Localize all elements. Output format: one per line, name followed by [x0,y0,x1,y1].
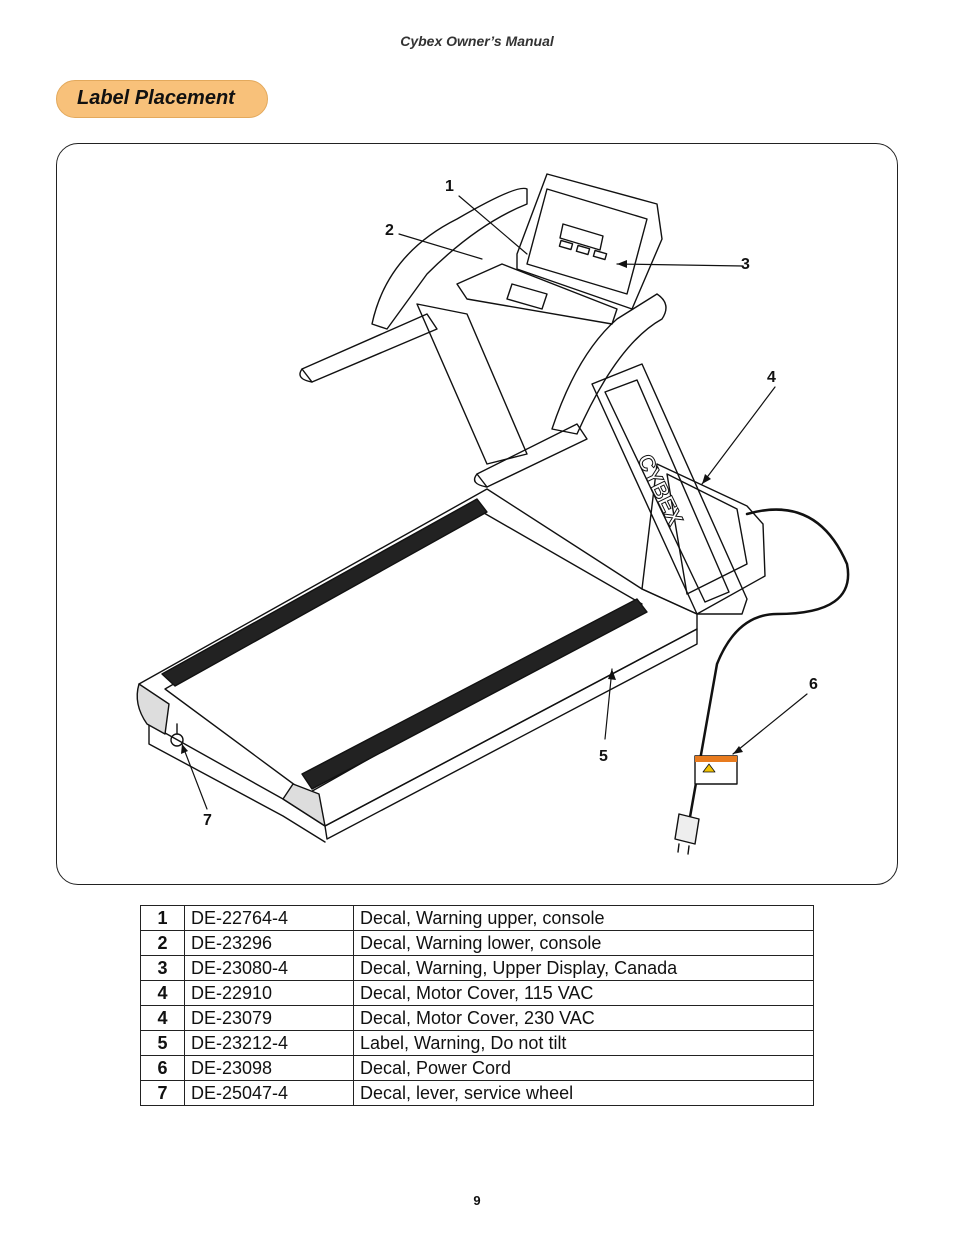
section-title: Label Placement [77,87,235,109]
right-arm [551,293,667,435]
table-row: 2 DE-23296 Decal, Warning lower, console [140,930,814,956]
callout-arrowheads [181,260,743,754]
console-body [516,173,663,310]
page-number: 9 [473,1193,481,1208]
running-header: Cybex Owner’s Manual [400,33,554,49]
part-description: Decal, Warning, Upper Display, Canada [353,955,814,981]
callout-leaders [181,195,808,810]
part-code: DE-25047-4 [184,1080,354,1106]
power-plug [674,813,700,845]
part-number: 7 [140,1080,185,1106]
part-description: Decal, Power Cord [353,1055,814,1081]
part-code: DE-23098 [184,1055,354,1081]
callout-3: 3 [741,256,750,273]
part-description: Decal, Warning lower, console [353,930,814,956]
lower-display [506,283,548,310]
part-code: DE-23080-4 [184,955,354,981]
part-number: 6 [140,1055,185,1081]
right-handlebar [476,423,588,488]
table-row: 3 DE-23080-4 Decal, Warning, Upper Displ… [140,955,814,981]
table-row: 5 DE-23212-4 Label, Warning, Do not tilt [140,1030,814,1056]
callout-5: 5 [599,748,608,765]
treadmill-figure: CYBEX 1 2 3 4 5 6 7 [56,143,898,885]
part-description: Decal, Warning upper, console [353,905,814,931]
table-row: 6 DE-23098 Decal, Power Cord [140,1055,814,1081]
table-row: 4 DE-22910 Decal, Motor Cover, 115 VAC [140,980,814,1006]
front-rail-strip [161,498,488,687]
section-heading-pill: Label Placement [56,80,268,118]
part-number: 2 [140,930,185,956]
console-display [559,223,604,251]
rear-rail-strip [301,598,648,790]
part-number: 3 [140,955,185,981]
callout-2: 2 [385,222,394,239]
callout-7: 7 [203,812,212,829]
rear-end-cap [136,683,170,735]
part-description: Label, Warning, Do not tilt [353,1030,814,1056]
callout-4: 4 [767,369,776,386]
part-code: DE-23079 [184,1005,354,1031]
table-row: 7 DE-25047-4 Decal, lever, service wheel [140,1080,814,1106]
part-code: DE-22910 [184,980,354,1006]
power-cord [685,508,850,836]
side-panel [324,628,698,840]
left-arm [371,187,528,330]
part-code: DE-22764-4 [184,905,354,931]
console-tray [456,263,618,325]
part-code: DE-23296 [184,930,354,956]
part-number: 4 [140,1005,185,1031]
left-upright [416,303,528,465]
treadmill-illustration: CYBEX [136,173,850,855]
part-description: Decal, Motor Cover, 115 VAC [353,980,814,1006]
parts-table: 1 DE-22764-4 Decal, Warning upper, conso… [140,905,814,1106]
callout-6: 6 [809,676,818,693]
part-description: Decal, lever, service wheel [353,1080,814,1106]
table-row: 4 DE-23079 Decal, Motor Cover, 230 VAC [140,1005,814,1031]
part-code: DE-23212-4 [184,1030,354,1056]
part-number: 5 [140,1030,185,1056]
upright-column [591,363,748,615]
part-description: Decal, Motor Cover, 230 VAC [353,1005,814,1031]
callout-1: 1 [445,178,454,195]
motor-cover [641,463,766,615]
left-handlebar [301,313,438,383]
table-row: 1 DE-22764-4 Decal, Warning upper, conso… [140,905,814,931]
part-number: 1 [140,905,185,931]
part-number: 4 [140,980,185,1006]
